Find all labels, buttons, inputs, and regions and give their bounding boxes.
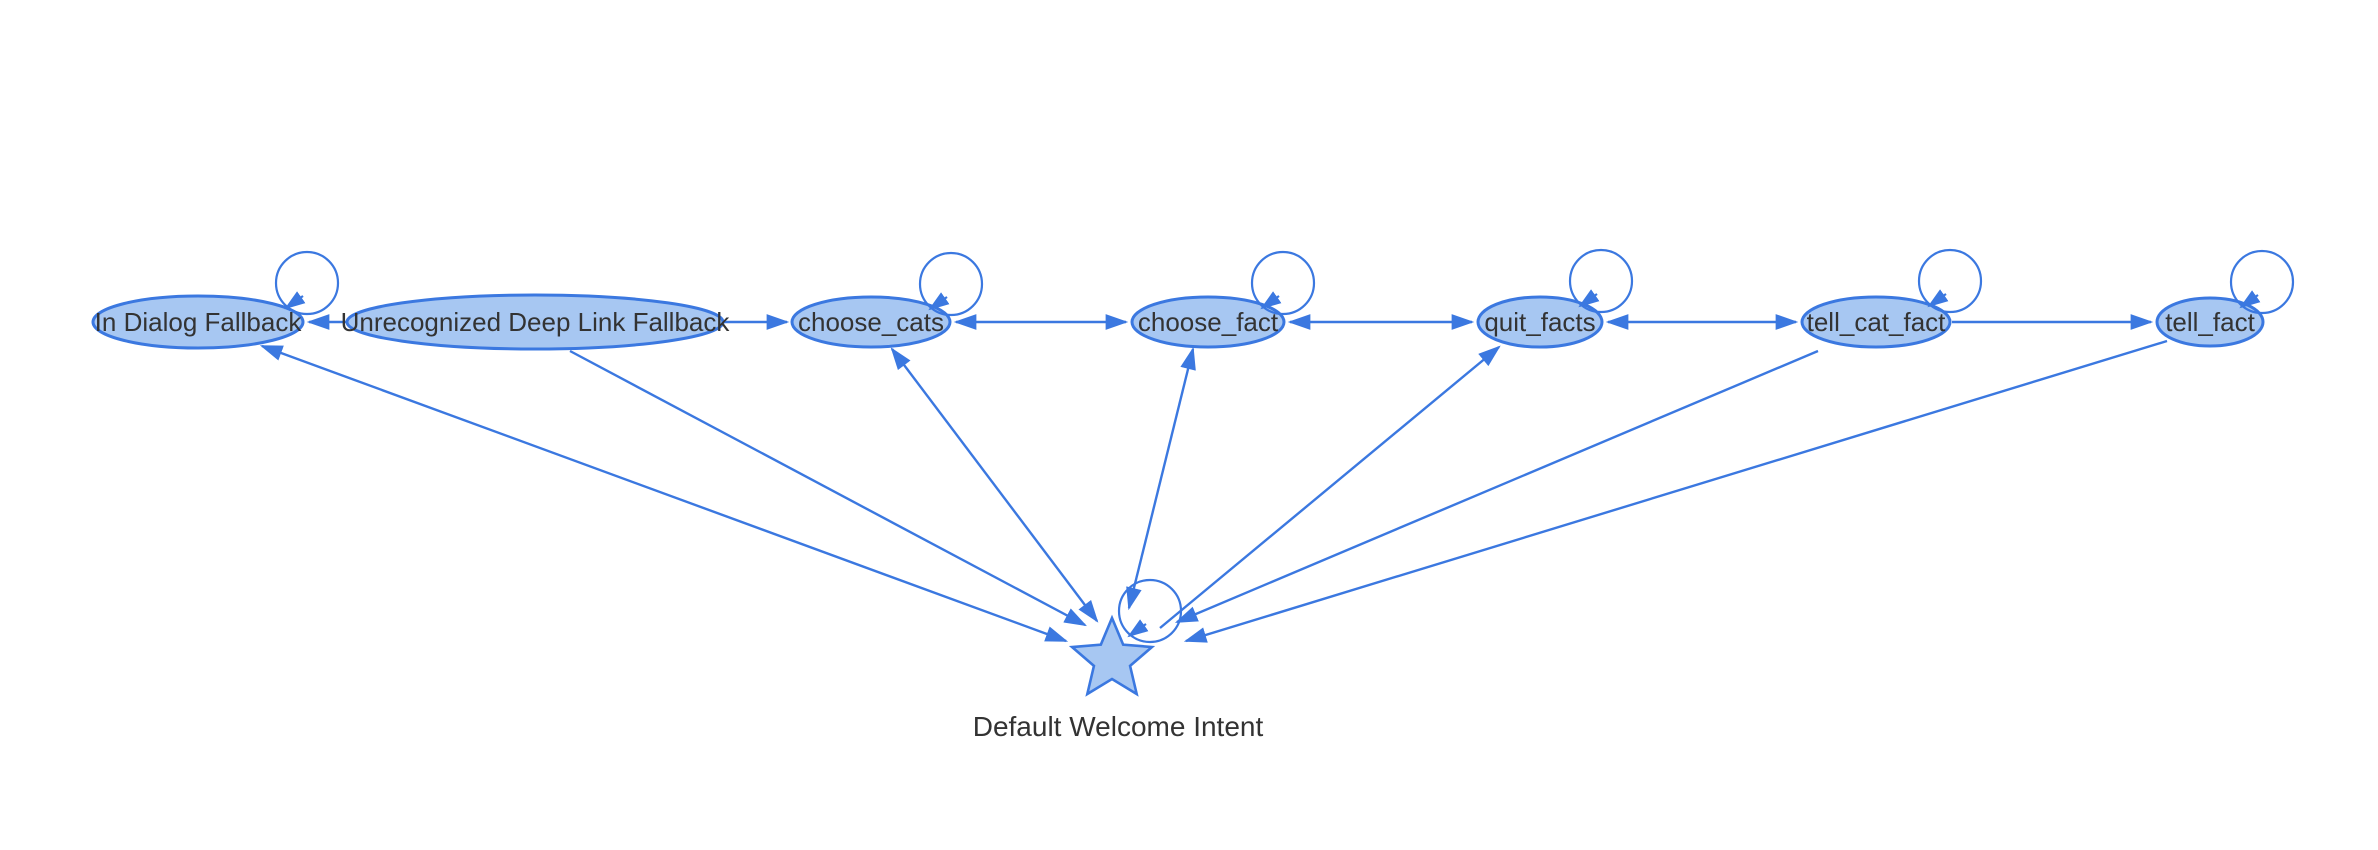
node-default_welcome_intent[interactable]: Default Welcome Intent [973, 614, 1264, 742]
self-loop-arrow-choose_cats [928, 292, 950, 311]
node-shape-in_dialog_fallback[interactable] [91, 294, 305, 350]
self-loop-arrow-tell_cat_fact [1927, 289, 1949, 308]
node-quit_facts[interactable]: quit_facts [1476, 295, 1604, 349]
node-unrecognized_deep_link_fallback[interactable]: Unrecognized Deep Link Fallback [341, 293, 731, 351]
node-label-choose_cats: choose_cats [798, 307, 944, 337]
self-loop-arrow-choose_fact [1260, 291, 1282, 310]
node-label-quit_facts: quit_facts [1484, 307, 1595, 337]
edge-default_welcome_intent-to-quit_facts [1159, 345, 1501, 629]
self-loop-quit_facts [1568, 248, 1634, 314]
self-loop-in_dialog_fallback [274, 250, 340, 316]
node-shape-choose_fact[interactable] [1130, 295, 1286, 349]
self-loop-tell_fact [2229, 249, 2295, 315]
node-shape-choose_cats[interactable] [790, 295, 952, 349]
node-tell_cat_fact[interactable]: tell_cat_fact [1800, 295, 1952, 349]
self-loop-arrow-tell_fact [2239, 290, 2261, 309]
node-label-in_dialog_fallback: In Dialog Fallback [95, 307, 303, 337]
self-loop-default_welcome_intent [1117, 578, 1183, 644]
self-loop-choose_cats [918, 251, 984, 317]
node-tell_fact[interactable]: tell_fact [2155, 296, 2265, 348]
node-in_dialog_fallback[interactable]: In Dialog Fallback [91, 294, 305, 350]
node-label-unrecognized_deep_link_fallback: Unrecognized Deep Link Fallback [341, 307, 731, 337]
self-loop-arrow-default_welcome_intent [1127, 619, 1149, 638]
self-loop-choose_fact [1250, 250, 1316, 316]
node-label-tell_cat_fact: tell_cat_fact [1807, 307, 1947, 337]
node-shape-quit_facts[interactable] [1476, 295, 1604, 349]
node-choose_fact[interactable]: choose_fact [1130, 295, 1286, 349]
node-shape-unrecognized_deep_link_fallback[interactable] [345, 293, 725, 351]
node-shape-tell_fact[interactable] [2155, 296, 2265, 348]
star-shape-default_welcome_intent[interactable] [1068, 614, 1156, 697]
edge-tell_fact-to-default_welcome_intent [1183, 339, 2168, 643]
node-choose_cats[interactable]: choose_cats [790, 295, 952, 349]
self-loop-arrow-in_dialog_fallback [284, 291, 306, 310]
edge-default_welcome_intent-to-choose_cats [890, 347, 1099, 623]
node-shape-tell_cat_fact[interactable] [1800, 295, 1952, 349]
self-loop-arrow-quit_facts [1578, 289, 1600, 308]
star-label-default_welcome_intent: Default Welcome Intent [973, 711, 1264, 742]
edge-default_welcome_intent-to-choose_fact [1126, 346, 1196, 611]
node-label-tell_fact: tell_fact [2165, 307, 2255, 337]
self-loop-tell_cat_fact [1917, 248, 1983, 314]
edge-tell_cat_fact-to-default_welcome_intent [1174, 349, 1819, 624]
node-label-choose_fact: choose_fact [1138, 307, 1279, 337]
edge-default_welcome_intent-to-in_dialog_fallback [259, 344, 1069, 643]
